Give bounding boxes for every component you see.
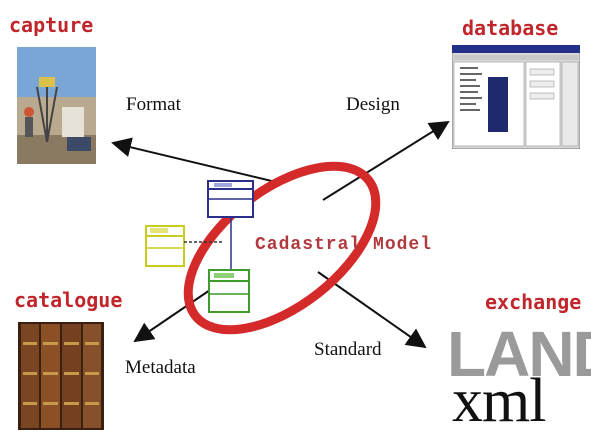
green-class-box: [208, 269, 250, 313]
catalogue-photo: [18, 322, 104, 430]
capture-title: capture: [9, 13, 94, 37]
metadata-arrow: [133, 289, 211, 343]
format-arrow: [111, 137, 281, 184]
design-label: Design: [346, 94, 400, 115]
standard-arrow: [317, 271, 427, 349]
standard-label: Standard: [314, 339, 382, 360]
database-screenshot: [452, 45, 580, 149]
blue-class-box: [207, 180, 254, 218]
database-title: database: [462, 16, 559, 40]
metadata-label: Metadata: [125, 357, 196, 378]
xml-logo-text: xml: [452, 367, 546, 435]
cadastral-model-label: Cadastral Model: [255, 235, 433, 255]
catalogue-title: catalogue: [14, 288, 123, 312]
capture-photo: [17, 47, 96, 164]
land-logo-text: LAND: [447, 318, 591, 390]
yellow-class-box: [145, 225, 185, 267]
design-arrow: [322, 120, 450, 201]
format-label: Format: [126, 94, 181, 115]
exchange-title: exchange: [485, 290, 582, 314]
